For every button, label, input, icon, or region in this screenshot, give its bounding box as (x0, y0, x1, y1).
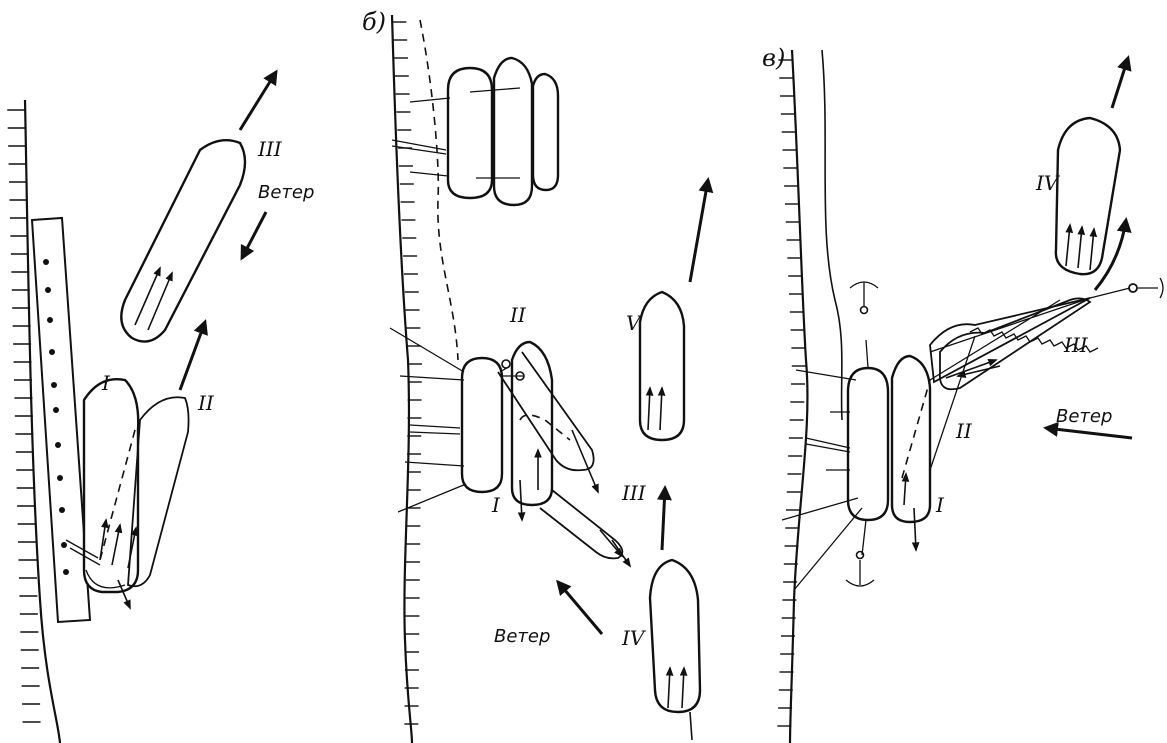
anchor-top-v (849, 281, 879, 315)
shore-ticks-a (7, 109, 41, 723)
thrust-arrows-b (517, 386, 688, 709)
label-b-II: II (509, 303, 527, 327)
anchor-chain-v (1089, 287, 1131, 299)
wind-label-v: Ветер (1056, 406, 1112, 427)
ship-b-III (539, 489, 624, 560)
fairway-v (821, 49, 843, 421)
label-b-III: III (621, 481, 647, 505)
anchor-bottom-v (845, 550, 875, 587)
label-a-III: III (257, 137, 283, 161)
arrow-a-III-course (238, 69, 278, 131)
label-b-V: V (626, 311, 643, 335)
label-v-I: I (935, 493, 945, 517)
pier-bollards (43, 259, 69, 575)
mooring-lines-b-bottom (389, 327, 511, 513)
towing-device-b (500, 359, 525, 381)
arrow-b-V-course (688, 177, 714, 283)
ship-v-II (929, 297, 1091, 384)
ship-b-I (460, 356, 504, 494)
ship-b-V (638, 290, 686, 442)
ship-b-III-swing (497, 351, 595, 472)
ship-b-IV (648, 558, 702, 714)
label-b-I: I (491, 493, 501, 517)
ship-a-III (120, 139, 247, 343)
arrow-a-II-course (178, 319, 208, 391)
thrust-arrows-v (901, 223, 1098, 552)
track-b (519, 414, 571, 441)
shore-ticks-v (777, 59, 806, 727)
mooring-lines-b-top (391, 87, 521, 179)
arrow-v-IV-course (1110, 55, 1132, 109)
label-a-I: I (101, 371, 111, 395)
ship-v-I (890, 354, 932, 524)
ship-v-IV (1054, 116, 1122, 276)
arrow-b-IV-to-V (656, 485, 672, 551)
track-a (99, 429, 136, 561)
arrow-b-IV-stern (689, 711, 693, 741)
wind-arrow-v (1043, 421, 1133, 440)
ship-b-moored-1 (446, 66, 494, 200)
ship-v-III (938, 297, 1092, 391)
mooring-lines-v (781, 339, 869, 591)
swing-lines-v (929, 297, 1091, 471)
panel-b: б) (362, 8, 714, 743)
shoreline-b (390, 14, 414, 743)
shoreline-v (788, 49, 809, 743)
panel-letter-v: в) (762, 44, 785, 72)
wind-arrow-a (240, 211, 268, 261)
label-v-III: III (1063, 333, 1089, 357)
shore-ticks-b (392, 21, 422, 725)
wind-label-b: Ветер (494, 626, 550, 647)
panel-a: I II III Ветер (7, 69, 314, 743)
wake-v (969, 327, 1099, 353)
anchor-right-v (1128, 277, 1164, 299)
track-v (901, 379, 931, 479)
label-a-II: II (197, 391, 215, 415)
pier (30, 216, 92, 624)
ship-b-moored-2 (492, 56, 534, 207)
label-v-IV: IV (1035, 171, 1061, 195)
panel-v: в) (762, 44, 1164, 743)
ship-v-quay (846, 366, 890, 522)
ship-b-moored-3 (531, 72, 560, 192)
label-b-IV: IV (621, 626, 647, 650)
ship-a-I (82, 378, 140, 594)
fairway-b (419, 19, 459, 361)
wind-label-a: Ветер (258, 182, 314, 203)
label-v-II: II (955, 419, 973, 443)
ship-a-II (127, 396, 190, 588)
panel-letter-b: б) (362, 8, 386, 36)
wind-arrow-b (556, 579, 604, 635)
thrust-arrows-a (99, 266, 173, 610)
arrow-v-III-turn (1093, 217, 1132, 291)
